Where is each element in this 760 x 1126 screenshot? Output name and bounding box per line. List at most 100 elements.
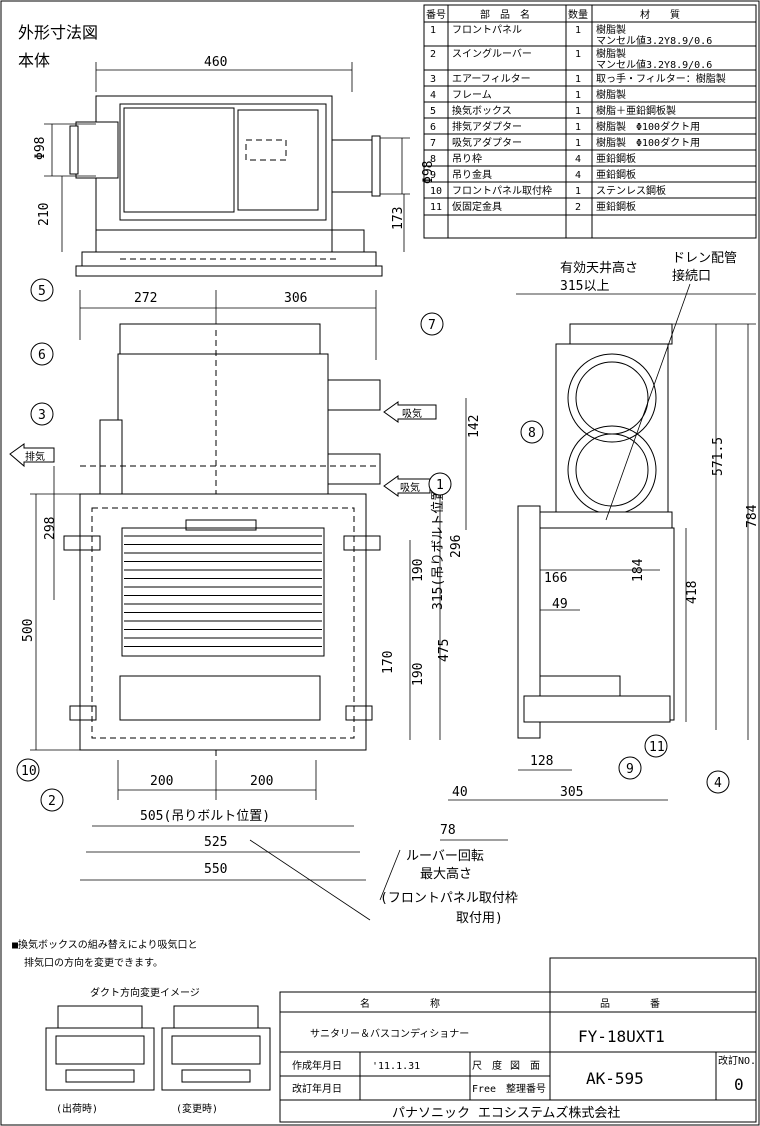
dim-190b: 190 — [411, 663, 426, 686]
exhaust-arrow — [9, 443, 55, 468]
parts-row-qty: 4 — [575, 170, 581, 181]
parts-row-material: 樹脂製 — [596, 23, 626, 36]
louver-note-1: ルーバー回転 — [406, 849, 484, 864]
dim-190a: 190 — [411, 559, 426, 582]
parts-row-name: 吊り金具 — [452, 168, 492, 181]
louver-note-4: 取付用) — [456, 911, 503, 926]
air-filter — [119, 675, 321, 721]
dim-128: 128 — [530, 754, 553, 769]
intake-arrow-1 — [383, 401, 437, 423]
parts-row-name: 吸気アダプター — [452, 136, 522, 149]
parts-row-qty: 1 — [575, 186, 581, 197]
parts-row-no: 10 — [430, 186, 442, 197]
col-header-qty: 数量 — [568, 8, 588, 21]
parts-row-name: 吊り枠 — [452, 152, 482, 165]
callout-number: 9 — [626, 762, 634, 777]
plan-view: 272 306 — [63, 290, 381, 760]
parts-row-material: 亜鉛鋼板 — [596, 168, 636, 181]
dim-173: 173 — [391, 207, 406, 230]
dim-296: 296 — [449, 535, 464, 558]
dim-418: 418 — [685, 581, 700, 604]
tb-model-header: 品 番 — [600, 998, 660, 1010]
label-ceiling-2: 315以上 — [560, 279, 609, 294]
parts-row-material: 樹脂製 Φ100ダクト用 — [596, 136, 700, 149]
callout-circle — [16, 758, 40, 782]
tb-date-header: 作成年月日 — [292, 1059, 342, 1072]
callout-number: 4 — [714, 776, 722, 791]
dim-305: 305 — [560, 785, 583, 800]
label-exhaust: 排気 — [25, 450, 45, 463]
right-side-view: 有効天井高さ 315以上 ドレン配管 接続口 571.5 784 418 166… — [440, 251, 760, 841]
parts-row-no: 11 — [430, 202, 442, 213]
bottom-note: ■換気ボックスの組み替えにより吸気口と 排気口の方向を変更できます。 ダクト方向… — [12, 938, 271, 1115]
callout-number: 7 — [428, 318, 436, 333]
callout-number: 10 — [21, 764, 37, 779]
callout-circle — [40, 788, 64, 812]
label-intake-2: 吸気 — [400, 481, 420, 494]
louver-note-2: 最大高さ — [420, 866, 472, 882]
dim-475: 475 — [437, 639, 452, 662]
tb-doc-number: AK-595 — [586, 1069, 644, 1088]
dim-phi98-right: Φ98 — [421, 161, 436, 184]
tb-product-name: サニタリー＆バスコンディショナー — [310, 1027, 469, 1040]
callout-circle — [30, 342, 54, 366]
tb-revision-header: 改訂年月日 — [292, 1082, 342, 1095]
top-dims: 460 Φ98 210 Φ98 173 — [33, 55, 436, 252]
parts-row-no: 4 — [430, 90, 436, 101]
parts-row-name: フロントパネル取付枠 — [452, 184, 552, 197]
parts-row-qty: 4 — [575, 154, 581, 165]
dim-298: 298 — [43, 517, 58, 540]
caption-changed: (変更時) — [176, 1102, 218, 1115]
parts-row-name: フロントパネル — [452, 24, 522, 36]
parts-row-name: フレーム — [452, 89, 492, 101]
callout-number: 3 — [38, 408, 46, 423]
parts-row-material: ステンレス鋼板 — [596, 184, 666, 197]
tb-figure-header: 図 面 — [510, 1060, 540, 1072]
parts-row-qty: 1 — [575, 106, 581, 117]
parts-row-no: 5 — [430, 106, 436, 117]
parts-row-qty: 1 — [575, 122, 581, 133]
parts-row-no: 9 — [430, 170, 436, 181]
parts-row-material: 樹脂製 Φ100ダクト用 — [596, 120, 700, 133]
parts-row-no: 7 — [430, 138, 436, 149]
dim-500: 500 — [21, 619, 36, 642]
dim-210: 210 — [37, 203, 52, 226]
parts-row-no: 1 — [430, 25, 436, 36]
tb-date: '11.1.31 — [372, 1061, 420, 1072]
dim-184: 184 — [631, 558, 646, 582]
tb-model-number: FY-18UXT1 — [578, 1027, 665, 1046]
dim-571-5: 571.5 — [711, 437, 726, 476]
callout-circle — [30, 278, 54, 302]
tb-revno: 0 — [734, 1075, 744, 1094]
label-intake-1: 吸気 — [402, 407, 422, 420]
label-ceiling-1: 有効天井高さ — [560, 260, 638, 276]
parts-row-material2: マンセル値3.2Y8.9/0.6 — [596, 58, 712, 71]
dim-505: 505(吊りボルト位置) — [140, 809, 270, 824]
tb-revno-header: 改訂NO. — [718, 1054, 756, 1067]
callout-number: 6 — [38, 348, 46, 363]
dim-49: 49 — [552, 597, 568, 612]
note-line-1: ■換気ボックスの組み替えにより吸気口と — [12, 938, 198, 951]
callout-circle — [30, 402, 54, 426]
parts-row-material: 亜鉛鋼板 — [596, 200, 636, 213]
callout-circle — [706, 770, 730, 794]
parts-row-name: 換気ボックス — [452, 104, 512, 117]
dim-784: 784 — [745, 504, 760, 528]
parts-row-qty: 1 — [575, 90, 581, 101]
col-header-no: 番号 — [426, 9, 446, 21]
label-drain-1: ドレン配管 — [672, 251, 737, 266]
parts-row-qty: 1 — [575, 74, 581, 85]
dim-142: 142 — [467, 415, 482, 438]
col-header-material: 材 質 — [640, 8, 680, 21]
parts-row-material: 取っ手・フィルター：樹脂製 — [596, 72, 726, 85]
tb-scale: Free — [472, 1084, 496, 1095]
parts-row-name: 仮固定金具 — [452, 200, 502, 213]
parts-row-no: 8 — [430, 154, 436, 165]
parts-row-material: 樹脂製 — [596, 88, 626, 101]
duct-image-title: ダクト方向変更イメージ — [90, 986, 200, 999]
parts-row-no: 6 — [430, 122, 436, 133]
parts-row-no: 2 — [430, 49, 436, 60]
label-drain-2: 接続口 — [672, 268, 711, 284]
